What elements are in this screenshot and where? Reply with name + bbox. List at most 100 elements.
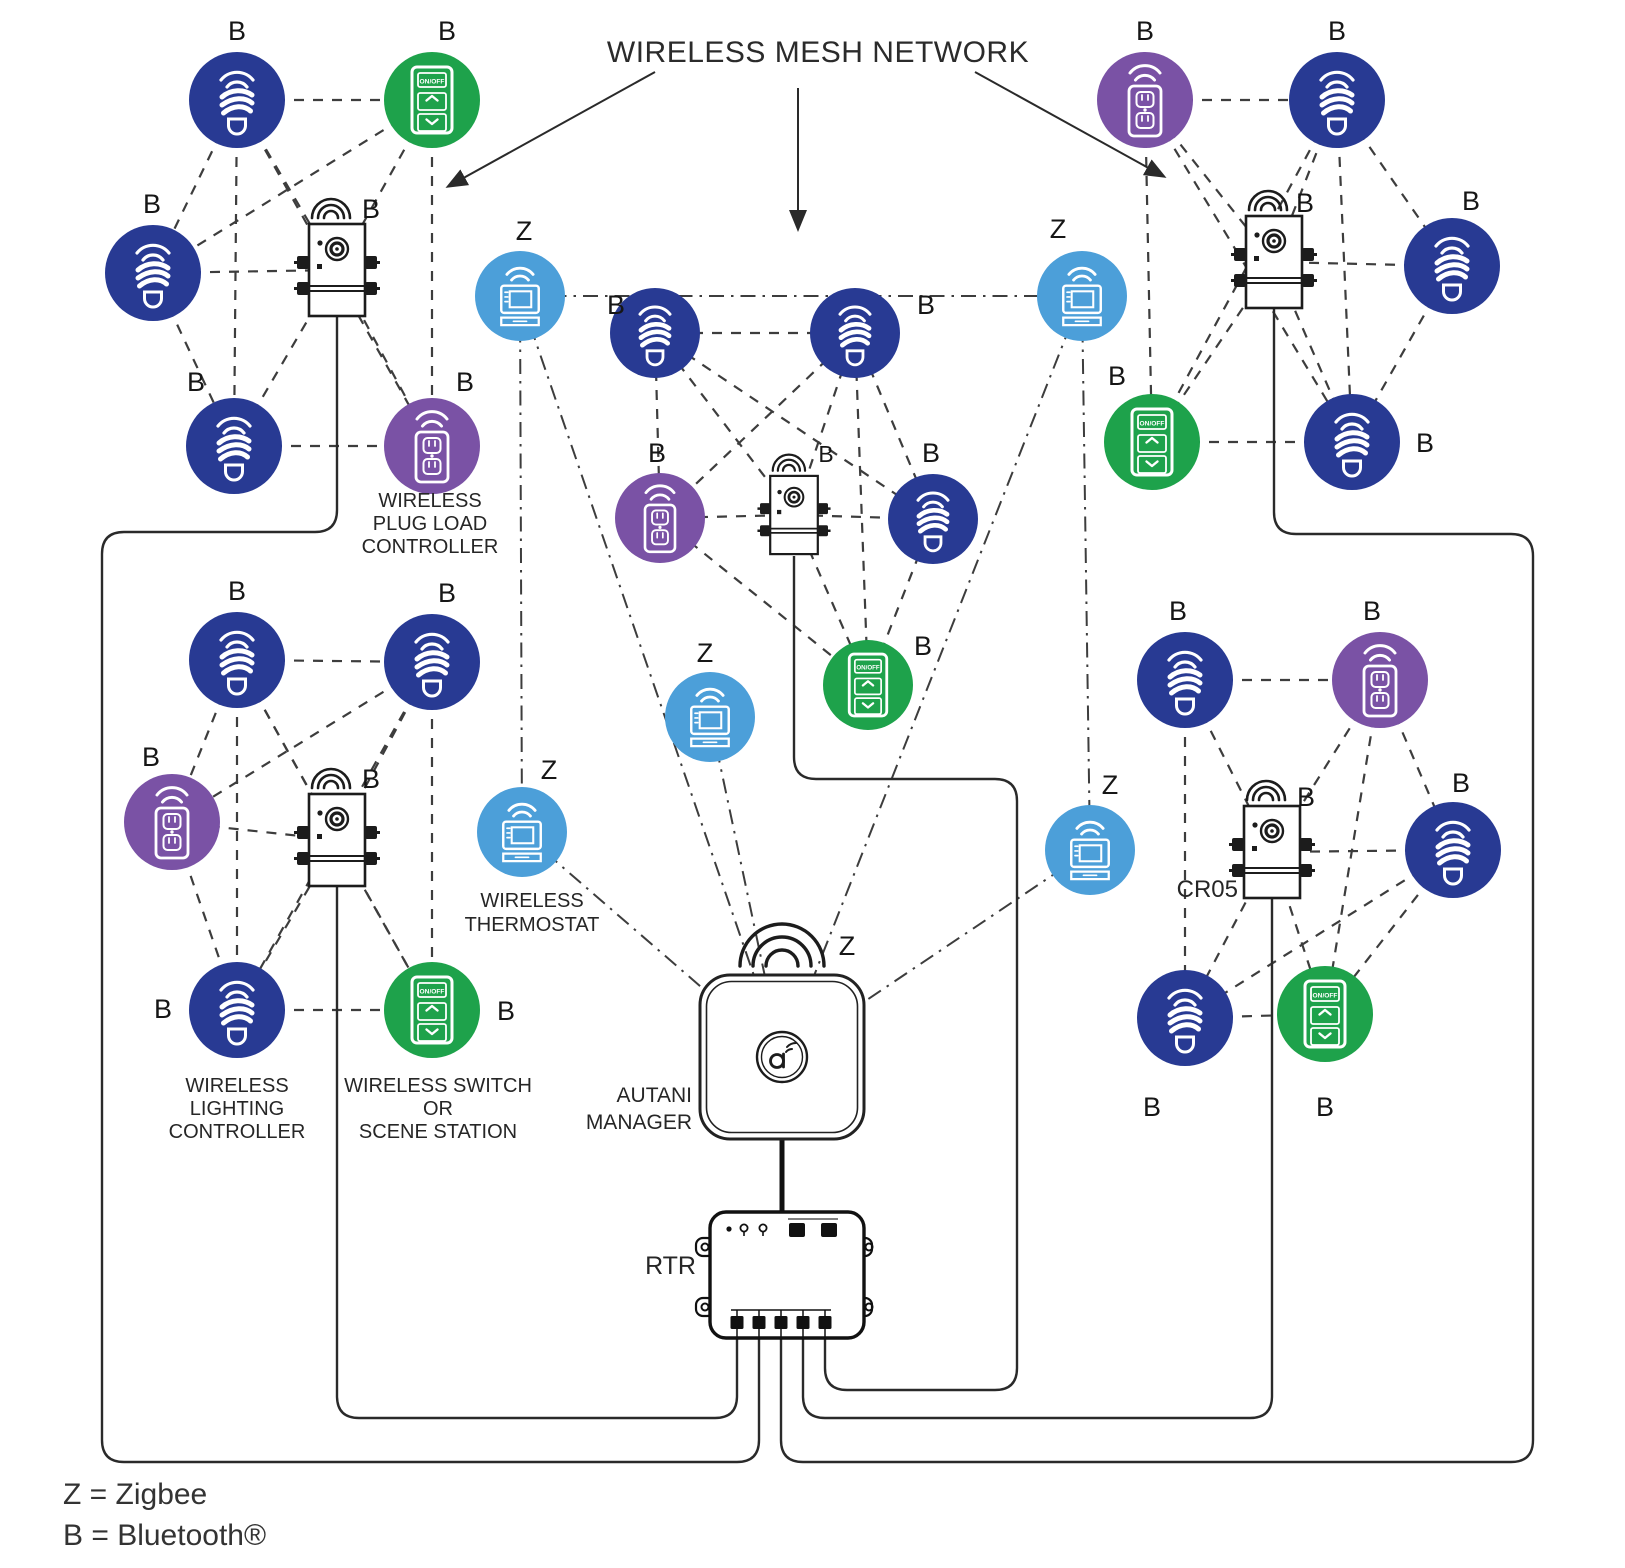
mount-tab xyxy=(1232,838,1244,851)
plug-node-circle xyxy=(1097,52,1193,148)
bluetooth-mesh-link xyxy=(336,839,433,1011)
mount-ear-hole xyxy=(864,1242,874,1252)
logo-signal-arcs xyxy=(785,1041,797,1053)
node-label: WIRELESS xyxy=(378,490,481,512)
body-seam xyxy=(1244,867,1300,874)
mount-ear-hole xyxy=(700,1242,710,1252)
protocol-badge-bluetooth: B xyxy=(1296,188,1314,218)
protocol-badge-bluetooth: B xyxy=(1136,16,1154,46)
thermo-node-circle xyxy=(665,672,755,762)
protocol-badge-zigbee: Z xyxy=(516,216,533,246)
mount-tab xyxy=(297,256,309,269)
bluetooth-mesh-link xyxy=(1143,99,1154,443)
node-bulb-bl-b2: B xyxy=(384,578,480,710)
thermo-node-circle xyxy=(1037,251,1127,341)
node-bulb-br-b1: B xyxy=(1137,596,1233,728)
sensor-lens-dot xyxy=(335,817,339,821)
bluetooth-mesh-link xyxy=(236,839,338,1011)
status-led xyxy=(777,489,782,495)
protocol-badge-bluetooth: B xyxy=(1108,361,1126,391)
protocol-badge-bluetooth: B xyxy=(914,631,932,661)
thermo-node-circle xyxy=(1045,805,1135,895)
wired-connections xyxy=(100,308,1535,1464)
bluetooth-mesh-link xyxy=(152,99,433,274)
protocol-badge-bluetooth: B xyxy=(154,994,172,1024)
wifi-arcs-icon xyxy=(1247,189,1289,212)
protocol-badge-bluetooth: B xyxy=(1462,186,1480,216)
fixture-controller-tl-cr: B xyxy=(294,194,380,318)
sensor-lens-ring xyxy=(329,241,345,257)
body-seam xyxy=(770,527,818,534)
wifi-arcs-icon xyxy=(771,453,807,472)
node-bulb-bl-b1: B xyxy=(189,576,285,708)
status-led xyxy=(1252,822,1258,828)
sensor-lens xyxy=(783,486,805,508)
zigbee-mesh-link xyxy=(519,295,523,833)
mount-tab xyxy=(297,852,309,865)
protocol-badge-bluetooth: B xyxy=(607,290,625,320)
controller-body xyxy=(1244,214,1304,310)
legend-bluetooth: B = Bluetooth® xyxy=(63,1519,267,1552)
node-bulb-c-b1: B xyxy=(607,288,700,378)
node-label: WIRELESS xyxy=(480,890,583,912)
node-bulb-tr-b2: B xyxy=(1404,186,1500,314)
node-plug-bl-pu: B xyxy=(124,742,220,870)
wifi-arcs-icon xyxy=(310,197,352,220)
sensor-lens-dot xyxy=(1272,239,1276,243)
protocol-badge-bluetooth: B xyxy=(228,576,246,606)
mount-bolt xyxy=(294,261,380,290)
switch-node-circle xyxy=(1277,966,1373,1062)
mount-tab xyxy=(817,503,828,515)
zigbee-mesh-link xyxy=(519,295,783,1058)
bluetooth-mesh-link xyxy=(1184,849,1454,1019)
controller-body xyxy=(1242,804,1302,900)
bluetooth-mesh-link xyxy=(336,99,433,271)
bluetooth-mesh-link xyxy=(233,269,338,447)
node-bulb-br-b2: B xyxy=(1405,768,1501,898)
status-led xyxy=(726,1226,732,1232)
dip-switch xyxy=(317,264,322,269)
node-label: WIRELESS SWITCH xyxy=(344,1075,532,1097)
wired-connection xyxy=(100,316,761,1464)
bluetooth-mesh-link xyxy=(1271,679,1381,853)
bluetooth-mesh-link xyxy=(152,268,338,275)
callout-arrow xyxy=(445,71,656,188)
node-bulb-tl-b2: B xyxy=(105,189,201,321)
protocol-badge-bluetooth: B xyxy=(1452,768,1470,798)
manager-inner-border xyxy=(705,980,859,1134)
mount-ear-hole xyxy=(864,1302,874,1312)
plug-node-circle xyxy=(615,473,705,563)
wired-connection xyxy=(779,308,1535,1464)
legend-zigbee: Z = Zigbee xyxy=(63,1478,208,1511)
mount-tab xyxy=(817,525,828,537)
title-arrows xyxy=(445,71,1167,232)
bluetooth-mesh-link xyxy=(236,659,433,1011)
protocol-badge-bluetooth: B xyxy=(362,194,380,224)
node-bulb-tl-b3: B xyxy=(186,367,282,494)
bluetooth-mesh-link xyxy=(1323,679,1382,1015)
node-label: RTR xyxy=(645,1252,696,1280)
protocol-badge-bluetooth: B xyxy=(228,16,246,46)
sensor-lens-dot xyxy=(1270,829,1274,833)
thermo-node-circle xyxy=(475,251,565,341)
protocol-badge-bluetooth: B xyxy=(1316,1092,1334,1122)
bluetooth-mesh-link xyxy=(236,658,433,664)
output-port xyxy=(774,1316,788,1329)
switch-node-circle xyxy=(1104,394,1200,490)
node-label: AUTANI xyxy=(617,1084,692,1107)
plug-node-circle xyxy=(1332,632,1428,728)
node-label: THERMOSTAT xyxy=(465,914,600,936)
sensor-lens-dot xyxy=(792,495,796,499)
protocol-badge-bluetooth: B xyxy=(648,438,666,468)
wifi-arcs-icon xyxy=(738,922,826,968)
sensor-lens-dot xyxy=(335,247,339,251)
mount-tab xyxy=(760,525,771,537)
status-led xyxy=(317,810,323,816)
rtr-router: RTR xyxy=(645,1210,874,1340)
output-port xyxy=(796,1316,810,1329)
